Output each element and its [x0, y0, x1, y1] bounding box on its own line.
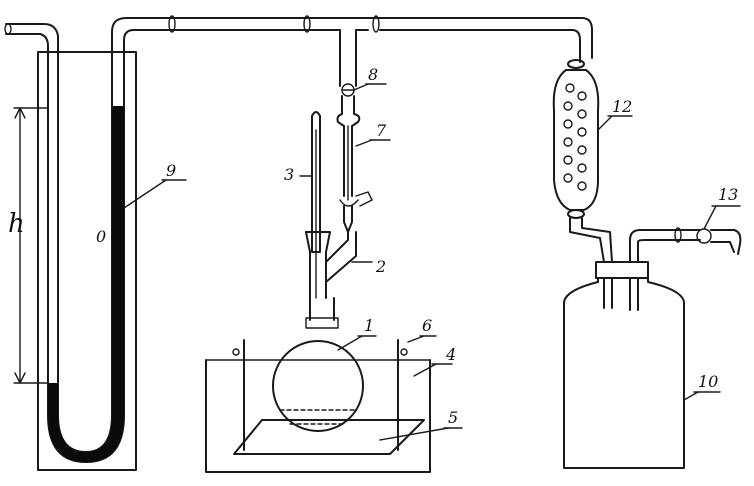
- condenser-side-arm: [355, 191, 373, 207]
- label-9: 9: [166, 161, 176, 180]
- coil-body: [552, 69, 600, 211]
- condenser-tip: [343, 205, 353, 233]
- thermometer: [311, 111, 321, 253]
- leader-7: [355, 139, 373, 147]
- stopcock-13-nozzle: [710, 229, 742, 255]
- electrode-left-terminal: [232, 348, 240, 356]
- bottle-body: [563, 277, 685, 469]
- flask-bulb: [272, 340, 364, 432]
- tube-joint-2: [303, 15, 311, 33]
- side-arm-upper: [325, 231, 349, 263]
- bottle-outlet-tube: [629, 277, 639, 311]
- label-1: 1: [364, 316, 374, 335]
- electrode-right-terminal: [400, 348, 408, 356]
- label-4: 4: [445, 345, 456, 364]
- flask-assembly: 3 2 1: [272, 111, 386, 432]
- label-10: 10: [698, 372, 718, 391]
- outlet-joint: [674, 227, 682, 243]
- center-branch: 8 7: [336, 29, 391, 233]
- flask-neck-joint: [305, 317, 339, 329]
- manometer-left-arm-outer: [5, 23, 59, 416]
- leader-10: [683, 391, 699, 401]
- manometer-board: [37, 51, 137, 471]
- tube-joint-1: [168, 15, 176, 33]
- manometer-left-arm-inner: [5, 33, 49, 416]
- adapter-right: [305, 231, 331, 299]
- main-tube-outer: [111, 17, 593, 416]
- coil-outlet-right: [581, 217, 613, 263]
- leader-5: [379, 427, 449, 441]
- label-height: h: [8, 209, 25, 239]
- leader-12: [597, 115, 613, 131]
- coil-top-cap: [567, 59, 585, 69]
- label-12: 12: [612, 97, 632, 116]
- coil-bottom-cap: [567, 209, 585, 219]
- leader-13: [703, 205, 717, 230]
- leader-6: [407, 335, 425, 343]
- bottle: 13 10: [563, 185, 742, 469]
- leader-4: [413, 363, 437, 377]
- label-zero: 0: [96, 227, 106, 246]
- stopcock-13: [696, 228, 712, 244]
- label-3: 3: [284, 165, 294, 184]
- label-7: 7: [376, 121, 387, 140]
- water-bath: 6 5 4: [205, 316, 463, 473]
- label-2: 2: [375, 257, 386, 276]
- outlet-tube-lower: [637, 239, 701, 263]
- leader-1: [337, 335, 363, 351]
- side-arm-lower: [325, 231, 357, 283]
- leader-8: [353, 83, 369, 91]
- label-8: 8: [368, 65, 378, 84]
- manometer-fluid: [48, 106, 124, 462]
- condenser-bulb: [339, 199, 359, 207]
- coil-outlet-left: [569, 217, 605, 263]
- manometer: h 0 9: [4, 15, 593, 471]
- bottle-inlet-tube: [603, 277, 613, 309]
- condenser-right: [351, 95, 361, 197]
- adapter-left: [305, 231, 311, 299]
- heater-plate: [233, 419, 425, 455]
- main-tube-inner-c: [379, 29, 581, 63]
- coil-bulbs: [563, 83, 587, 191]
- label-6: 6: [422, 316, 432, 335]
- manometer-open-end: [4, 23, 12, 35]
- label-13: 13: [718, 185, 738, 204]
- coil-condenser: 12: [552, 59, 633, 263]
- leader-9: [123, 179, 167, 209]
- outlet-tube-upper: [629, 229, 701, 263]
- bath-vessel: [205, 359, 431, 473]
- flask-neck: [309, 297, 335, 321]
- label-5: 5: [448, 408, 458, 427]
- main-tube-inner-a: [123, 29, 341, 416]
- tube-joint-3: [372, 15, 380, 33]
- bottle-stopper: [595, 261, 649, 279]
- condenser-left: [336, 95, 345, 197]
